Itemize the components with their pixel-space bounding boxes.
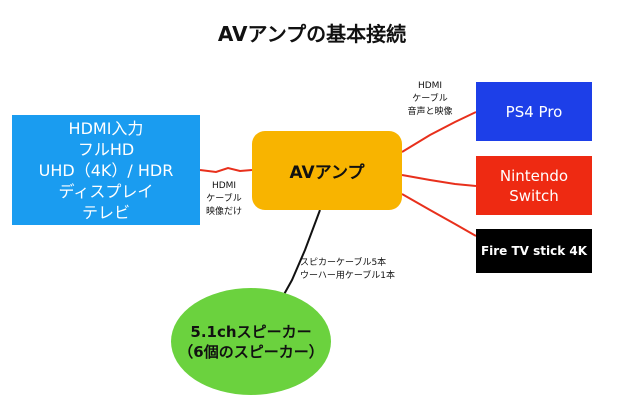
hdmi-wire-tv: [199, 166, 253, 174]
cable-label-line: スピカーケーブル5本: [300, 258, 387, 268]
ps4-pro-label: PS4 Pro: [505, 102, 563, 121]
fire-tv-box: Fire TV stick 4K: [476, 229, 592, 273]
tv-line: フルHD: [77, 139, 135, 159]
speaker-line: 5.1chスピーカー: [190, 322, 312, 341]
ps4-pro-box: PS4 Pro: [476, 82, 592, 141]
speaker-line: （6個のスピーカー）: [178, 342, 324, 361]
hdmi-wire-firetv: [401, 193, 477, 237]
tv-line: HDMI入力: [68, 118, 144, 138]
cable-label-line: HDMI: [417, 81, 443, 91]
hdmi-wire-ps4: [401, 111, 477, 153]
cable-label-line: ケーブル: [412, 94, 448, 104]
nintendo-switch-box: Nintendo Switch: [476, 156, 592, 215]
switch-line: Nintendo: [499, 166, 569, 185]
hdmi-wire-switch: [401, 174, 477, 187]
fire-tv-label: Fire TV stick 4K: [480, 244, 588, 258]
tv-line: ディスプレイ: [58, 181, 154, 201]
speaker-ellipse: 5.1chスピーカー （6個のスピーカー）: [171, 288, 331, 395]
av-amp-box: AVアンプ: [252, 131, 402, 210]
switch-line: Switch: [509, 186, 559, 205]
cable-label-line: 映像だけ: [205, 207, 242, 217]
display-cable-label: HDMI ケーブル 映像だけ: [198, 180, 250, 219]
speaker-cable-label: スピカーケーブル5本 ウーハー用ケーブル1本: [300, 257, 420, 283]
tv-line: テレビ: [81, 202, 130, 222]
cable-label-line: ウーハー用ケーブル1本: [300, 271, 396, 281]
source-cable-label: HDMI ケーブル 音声と映像: [395, 80, 465, 119]
tv-line: UHD（4K）/ HDR: [38, 160, 174, 180]
tv-display-box: HDMI入力 フルHD UHD（4K）/ HDR ディスプレイ テレビ: [12, 115, 200, 225]
cable-label-line: 音声と映像: [407, 107, 453, 117]
speaker-wire: [281, 209, 321, 299]
cable-label-line: HDMI: [211, 181, 237, 191]
av-amp-label: AVアンプ: [289, 163, 365, 183]
cable-label-line: ケーブル: [206, 194, 242, 204]
diagram-title: AVアンプの基本接続: [217, 22, 407, 46]
